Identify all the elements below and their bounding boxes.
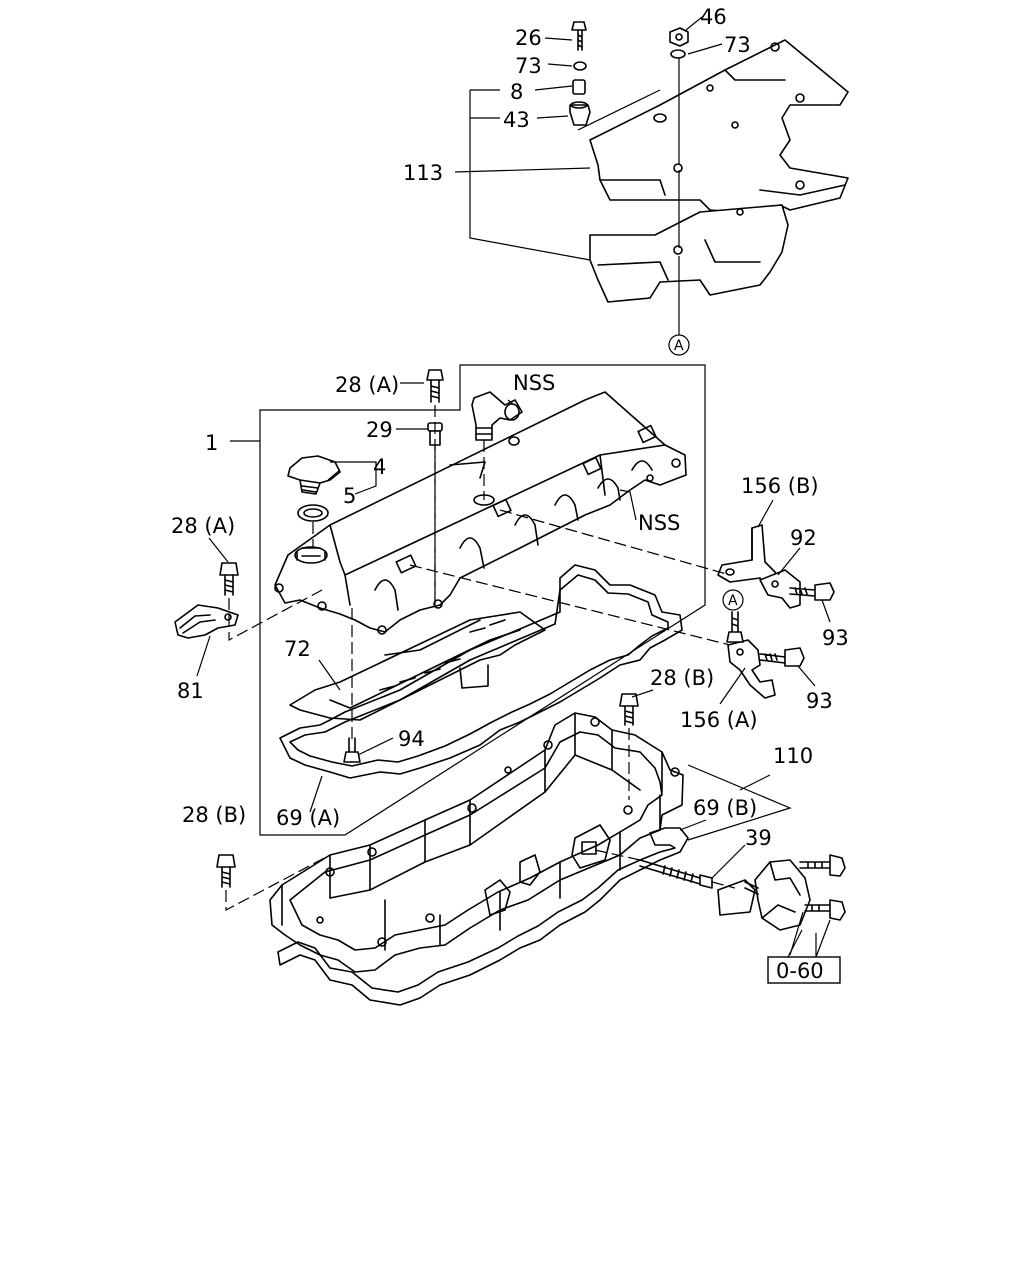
grommet-43 <box>569 101 591 126</box>
ref-circle-a-mid <box>722 589 744 611</box>
bolt-93-lower <box>759 647 805 667</box>
oil-filler-cap-4 <box>287 455 341 495</box>
callout-69a: 69 (A) <box>276 806 340 830</box>
harness-clip-81 <box>174 604 239 639</box>
nut-46 <box>669 27 689 47</box>
callout-28a-left: 28 (A) <box>171 514 235 538</box>
reference-box-label: 0-60 <box>776 959 824 983</box>
valve-cover-spacer-110 <box>269 712 684 973</box>
callout-29: 29 <box>366 418 393 442</box>
callout-26: 26 <box>515 26 542 50</box>
callout-73-right: 73 <box>724 33 751 57</box>
bolt-28a-left <box>219 562 239 596</box>
callout-28a-top: 28 (A) <box>335 373 399 397</box>
callout-28b-mid: 28 (B) <box>650 666 714 690</box>
pcv-elbow-nss <box>471 391 523 441</box>
bracket-156a <box>727 639 776 699</box>
bolt-28b-mid <box>619 693 639 726</box>
callout-156a: 156 (A) <box>680 708 758 732</box>
callout-28b-left: 28 (B) <box>182 803 246 827</box>
callout-nss-cover: NSS <box>638 511 680 535</box>
seal-5 <box>297 504 329 522</box>
callout-72: 72 <box>284 637 311 661</box>
stud-bolt-39 <box>639 859 713 889</box>
bolt-26 <box>571 21 587 51</box>
bolt-ref-a-mid <box>726 611 744 643</box>
reference-box-0-60: 0-60 <box>767 956 841 984</box>
callout-110: 110 <box>773 744 813 768</box>
callout-69b: 69 (B) <box>693 796 757 820</box>
callout-94: 94 <box>398 727 425 751</box>
heat-shield-cover <box>589 39 849 303</box>
ref-letter-a-mid: A <box>728 593 738 609</box>
bolt-94 <box>343 737 361 763</box>
assembly-center-lines <box>225 405 736 911</box>
bolt-28a-top <box>426 369 444 403</box>
bolt-93-upper <box>789 582 835 601</box>
callout-5: 5 <box>343 484 356 508</box>
collar-8 <box>572 79 586 95</box>
rocker-cover <box>274 391 687 635</box>
callout-43: 43 <box>503 108 530 132</box>
callout-labels: 26 73 8 43 113 46 73 A 28 (A) 29 NSS NSS… <box>171 5 849 850</box>
callout-93-lower: 93 <box>806 689 833 713</box>
callout-8: 8 <box>510 80 523 104</box>
callout-113: 113 <box>403 161 443 185</box>
callout-4: 4 <box>373 455 386 479</box>
callout-46: 46 <box>700 5 727 29</box>
connector-assembly-0-60 <box>717 854 846 931</box>
ref-letter-a-top: A <box>674 338 684 354</box>
callout-92: 92 <box>790 526 817 550</box>
baffle-plate-72 <box>289 611 546 721</box>
callout-nss-elbow: NSS <box>513 371 555 395</box>
washer-73a <box>573 61 587 71</box>
ref-circle-a-top <box>668 334 690 356</box>
gasket-69b <box>277 827 689 1006</box>
gasket-69a <box>279 564 683 779</box>
callout-73-left: 73 <box>515 54 542 78</box>
callout-156b: 156 (B) <box>741 474 819 498</box>
washer-73b <box>670 49 686 59</box>
callout-81: 81 <box>177 679 204 703</box>
assembly-bracket-1 <box>259 364 706 836</box>
callout-1: 1 <box>205 431 218 455</box>
callout-93-upper: 93 <box>822 626 849 650</box>
bracket-92 <box>759 569 801 609</box>
bolt-28b-left <box>216 854 236 888</box>
callout-39: 39 <box>745 826 772 850</box>
